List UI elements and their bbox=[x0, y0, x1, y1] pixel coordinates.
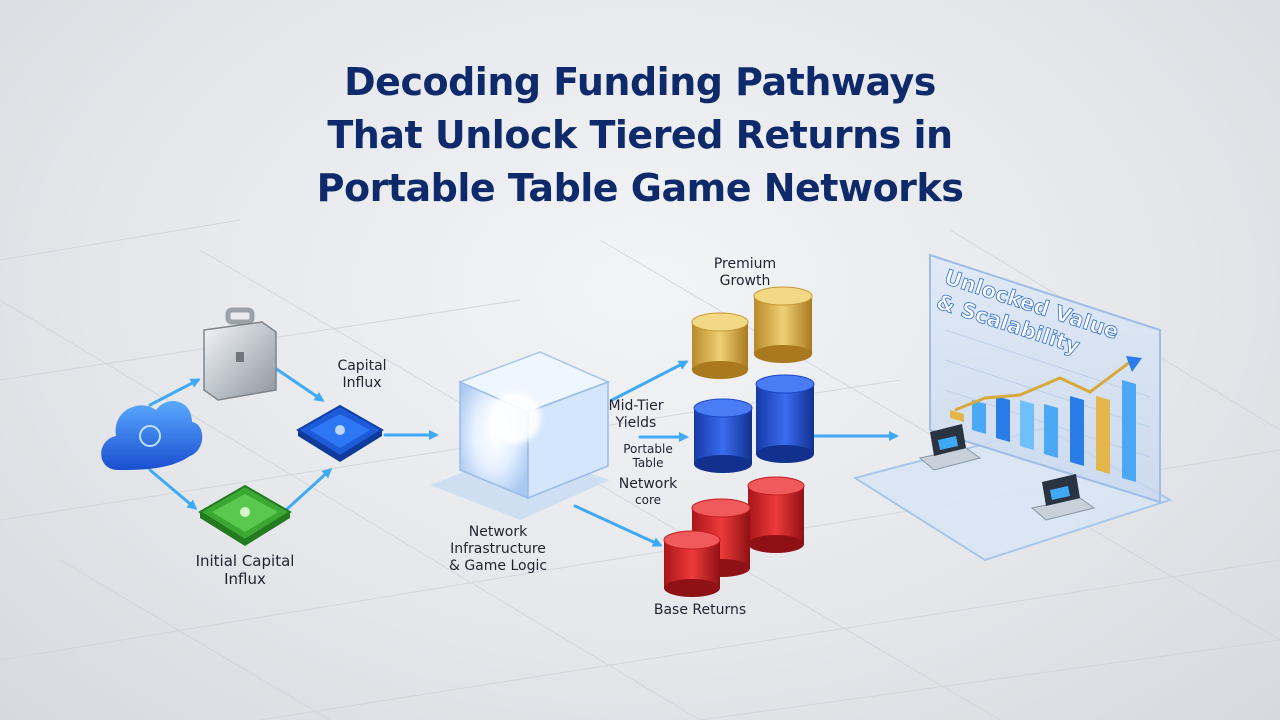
page-title-line3: Portable Table Game Networks bbox=[316, 166, 964, 210]
mid-tier-yields-label-line2: Yields bbox=[615, 415, 657, 431]
base-returns-label: Base Returns bbox=[640, 602, 760, 619]
network-core-label-line2: core bbox=[635, 493, 661, 507]
network-core-label-line1: Network bbox=[618, 476, 678, 492]
blue-coin-stack-icon bbox=[693, 374, 815, 473]
premium-growth-label: Premium Growth bbox=[705, 256, 785, 290]
premium-growth-label-line1: Premium bbox=[713, 256, 777, 272]
gold-coin-stack-icon bbox=[691, 286, 813, 379]
initial-capital-label-line2: Influx bbox=[224, 570, 266, 588]
laptop-desk-icon bbox=[918, 424, 1096, 521]
network-infrastructure-label-line3: & Game Logic bbox=[448, 558, 548, 574]
mid-tier-yields-label: Mid-Tier Yields bbox=[600, 398, 672, 432]
page-title: Decoding Funding Pathways That Unlock Ti… bbox=[0, 56, 1280, 215]
capital-influx-label: Capital Influx bbox=[327, 358, 397, 392]
blue-chip-icon bbox=[296, 404, 384, 462]
network-infrastructure-label: Network Infrastructure & Game Logic bbox=[433, 524, 563, 575]
page-title-line2: That Unlock Tiered Returns in bbox=[327, 113, 953, 157]
mid-tier-yields-label-line1: Mid-Tier bbox=[608, 398, 664, 414]
network-infrastructure-label-line1: Network bbox=[468, 524, 528, 540]
glass-cube-icon bbox=[430, 351, 610, 520]
capital-influx-label-line1: Capital bbox=[337, 358, 387, 374]
initial-capital-label-line1: Initial Capital bbox=[195, 552, 295, 570]
network-infrastructure-label-line2: Infrastructure bbox=[450, 541, 546, 557]
page-title-line1: Decoding Funding Pathways bbox=[344, 60, 936, 104]
red-coin-stack-icon bbox=[663, 476, 805, 597]
green-chip-icon bbox=[198, 484, 292, 546]
portable-table-label-line1: Portable bbox=[623, 442, 673, 456]
portable-table-label: Portable Table bbox=[612, 442, 684, 470]
premium-growth-label-line2: Growth bbox=[719, 273, 771, 289]
cloud-icon bbox=[101, 400, 203, 470]
portable-table-label-line2: Table bbox=[632, 456, 664, 470]
briefcase-icon bbox=[203, 307, 277, 401]
initial-capital-label: Initial Capital Influx bbox=[180, 552, 310, 588]
network-core-label: Network core bbox=[608, 476, 688, 507]
capital-influx-label-line2: Influx bbox=[342, 375, 382, 391]
flow-arrows bbox=[148, 360, 899, 547]
base-returns-label-text: Base Returns bbox=[653, 602, 747, 618]
